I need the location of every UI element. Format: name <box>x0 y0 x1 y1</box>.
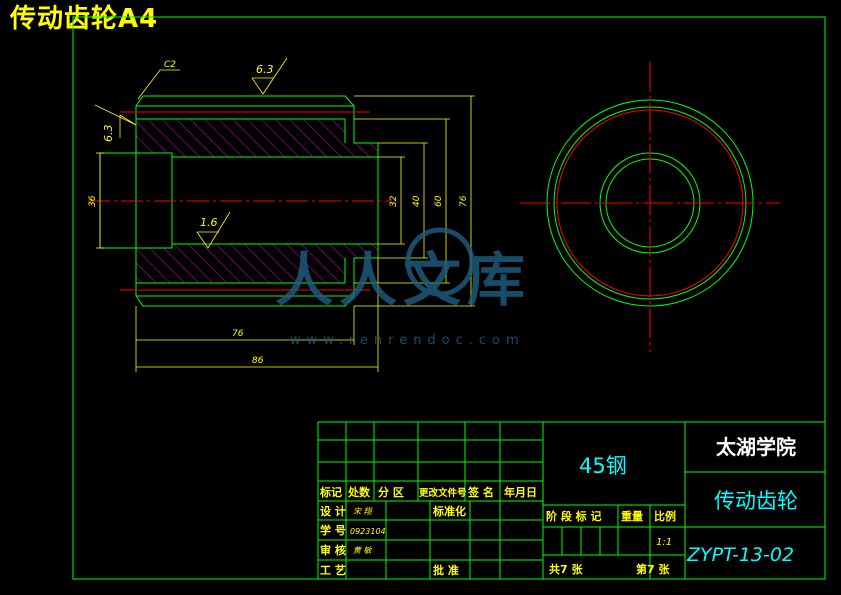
title-block-text: 45钢 太湖学院 传动齿轮 ZYPT-13-02 标记 处数 分 区 更改文件号… <box>319 435 798 577</box>
standardize-label: 标准化 <box>432 504 466 518</box>
dim-76-dia: 76 <box>459 195 469 207</box>
watermark-url: www.renrendoc.com <box>290 333 525 348</box>
dimension-layer <box>94 57 475 372</box>
approve-label: 批 准 <box>433 563 459 577</box>
end-view <box>520 62 780 352</box>
dim-86-len: 86 <box>252 356 264 366</box>
dim-76-len: 76 <box>232 329 244 339</box>
reviewer-name: 黄 敏 <box>353 546 373 555</box>
watermark-brand: 人人文库 <box>275 246 531 314</box>
rev-header-sign: 签 名 <box>467 485 494 499</box>
hatch-upper <box>136 119 378 157</box>
scale-value: 1:1 <box>656 537 672 548</box>
row-process: 工 艺 <box>320 563 346 577</box>
part-name: 传动齿轮 <box>714 489 798 513</box>
row-design: 设 计 <box>320 504 346 518</box>
row-student-no: 学 号 <box>320 523 346 537</box>
stage-header: 阶 段 标 记 <box>546 509 602 523</box>
sheets-total: 共7 张 <box>549 562 583 576</box>
material: 45钢 <box>579 454 627 478</box>
rev-header-date: 年月日 <box>504 485 537 499</box>
dim-36: 36 <box>88 195 98 207</box>
dim-chamfer: C2 <box>164 60 176 70</box>
section-view <box>88 95 392 307</box>
sheet-number: 第7 张 <box>636 562 670 576</box>
drawing-number: ZYPT-13-02 <box>686 544 794 566</box>
roughness-bore: 1.6 <box>200 216 218 229</box>
dim-32: 32 <box>389 195 399 207</box>
weight-header: 重量 <box>621 509 643 523</box>
rev-header-doc: 更改文件号 <box>419 487 467 499</box>
student-number: 0923104 <box>350 527 386 536</box>
file-title: 传动齿轮A4 <box>10 4 159 34</box>
dim-60: 60 <box>434 195 444 207</box>
roughness-left: 6.3 <box>102 125 115 143</box>
rev-header-mark: 标记 <box>319 485 342 499</box>
roughness-top: 6.3 <box>256 63 274 76</box>
hatch-lower <box>136 244 378 283</box>
scale-header: 比例 <box>654 509 676 523</box>
dimension-text: C2 6.3 6.3 1.6 36 32 40 60 76 76 86 <box>88 60 469 366</box>
rev-header-count: 处数 <box>347 485 371 499</box>
watermark: 人人文库 www.renrendoc.com <box>275 227 531 348</box>
dim-40: 40 <box>412 195 422 207</box>
designer-name: 宋 翔 <box>353 507 374 516</box>
title-block <box>317 421 826 580</box>
school-name: 太湖学院 <box>716 435 796 459</box>
rev-header-zone: 分 区 <box>378 485 404 499</box>
row-review: 审 核 <box>320 543 346 557</box>
